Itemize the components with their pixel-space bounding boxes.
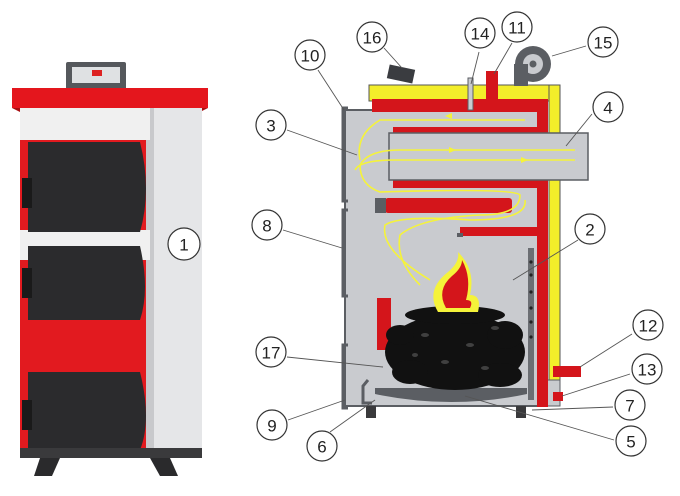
water-jacket-top	[372, 99, 548, 112]
label-5: 5	[615, 425, 647, 457]
middle-door	[28, 246, 145, 320]
label-text: 16	[363, 29, 382, 48]
thermometer-sleeve	[467, 77, 474, 111]
air-damper	[361, 379, 372, 405]
label-text: 9	[267, 417, 276, 436]
label-text: 2	[585, 221, 594, 240]
flue-outlet	[388, 132, 589, 181]
label-text: 3	[266, 117, 275, 136]
label-15: 15	[587, 26, 619, 58]
boiler-top-cover	[12, 88, 208, 108]
return-pipe	[553, 366, 581, 377]
boiler-side	[146, 108, 202, 448]
label-16: 16	[356, 21, 388, 53]
leader-lines	[282, 42, 633, 441]
loading-door-section	[341, 208, 348, 298]
label-11: 11	[501, 11, 533, 43]
label-text: 4	[603, 99, 612, 118]
upper-door	[28, 142, 146, 232]
label-1: 1	[167, 227, 201, 261]
label-text: 13	[638, 361, 657, 380]
label-7: 7	[614, 389, 646, 421]
label-text: 10	[301, 47, 320, 66]
label-6: 6	[306, 430, 338, 462]
grate	[375, 388, 527, 402]
label-9: 9	[256, 409, 288, 441]
label-text: 12	[639, 317, 658, 336]
insulation-top	[368, 84, 561, 102]
label-12: 12	[632, 309, 664, 341]
label-4: 4	[592, 91, 624, 123]
ash-door-section	[341, 343, 348, 410]
drain-valve	[553, 392, 563, 401]
ash-door	[28, 372, 146, 450]
label-text: 17	[262, 344, 281, 363]
label-text: 7	[625, 397, 634, 416]
label-2: 2	[574, 213, 606, 245]
baffle	[385, 198, 512, 213]
label-text: 6	[317, 438, 326, 457]
upper-door-section	[341, 106, 348, 203]
label-text: 11	[508, 19, 526, 38]
label-text: 15	[594, 34, 613, 53]
label-8: 8	[251, 209, 283, 241]
label-10: 10	[294, 39, 326, 71]
label-3: 3	[255, 109, 287, 141]
coal-pile	[385, 306, 525, 390]
supply-pipe	[486, 71, 498, 101]
label-text: 8	[262, 217, 271, 236]
label-text: 5	[626, 433, 635, 452]
flue-gas-path	[354, 119, 575, 286]
boiler-photo	[12, 62, 208, 476]
label-text: 1	[179, 236, 188, 255]
controller-box	[386, 64, 416, 84]
label-text: 14	[471, 25, 490, 44]
label-17: 17	[255, 336, 287, 368]
label-14: 14	[464, 17, 496, 49]
boiler-cross-section	[341, 46, 589, 418]
label-13: 13	[631, 353, 663, 385]
water-jacket-side	[537, 99, 548, 407]
